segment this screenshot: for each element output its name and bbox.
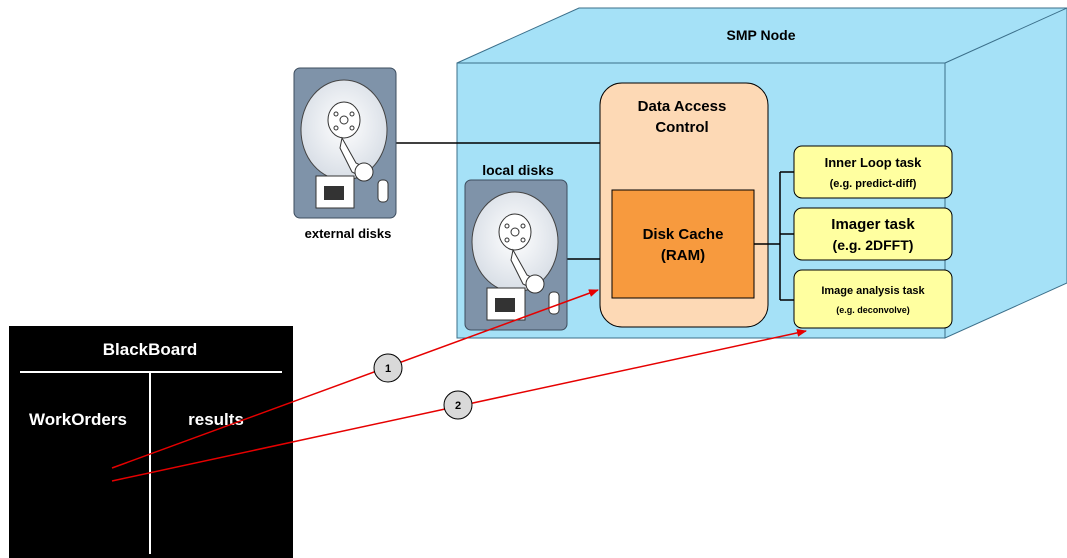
blackboard-title: BlackBoard: [103, 340, 197, 359]
local-disks-label: local disks: [482, 162, 554, 178]
disk-cache-line2: (RAM): [661, 247, 705, 264]
external-disks-label: external disks: [305, 226, 392, 241]
task-inner-loop-name: Inner Loop task: [825, 155, 923, 170]
task-imager-example: (e.g. 2DFFT): [833, 237, 914, 253]
task-image-analysis: Image analysis task (e.g. deconvolve): [793, 269, 953, 329]
external-disk-icon: [293, 67, 397, 219]
blackboard-col-results: results: [188, 410, 244, 429]
task-inner-loop: Inner Loop task (e.g. predict-diff): [793, 145, 953, 199]
task-inner-loop-example: (e.g. predict-diff): [830, 178, 917, 190]
disk-cache: Disk Cache (RAM): [611, 189, 755, 299]
step-2-label: 2: [455, 400, 461, 412]
task-image-analysis-example: (e.g. deconvolve): [836, 305, 910, 315]
disk-cache-line1: Disk Cache: [643, 226, 724, 243]
step-marker-2: 2: [443, 390, 473, 420]
smp-node-side-face: [944, 7, 1067, 339]
data-access-line1: Data Access: [638, 98, 727, 115]
task-connectors: [754, 171, 794, 301]
local-disk-icon: [464, 179, 568, 331]
step-1-label: 1: [385, 363, 391, 375]
blackboard-col-workorders: WorkOrders: [29, 410, 127, 429]
disk-cache-box: [611, 189, 755, 299]
task-imager-name: Imager task: [831, 216, 915, 233]
blackboard: BlackBoard WorkOrders results: [9, 326, 293, 558]
smp-node-title: SMP Node: [727, 27, 796, 43]
data-access-line2: Control: [655, 119, 708, 136]
arrow-1: [111, 289, 599, 469]
task-imager: Imager task (e.g. 2DFFT): [793, 207, 953, 261]
task-image-analysis-name: Image analysis task: [821, 285, 925, 297]
step-marker-1: 1: [373, 353, 403, 383]
